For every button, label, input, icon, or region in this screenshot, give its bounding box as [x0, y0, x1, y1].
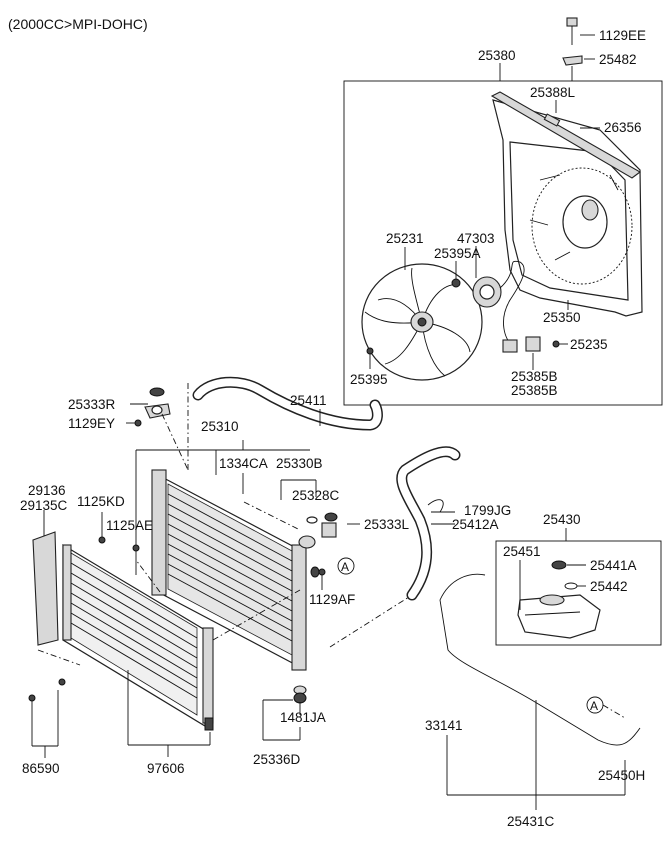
label-25333L: 25333L [364, 517, 410, 532]
label-33141: 33141 [425, 718, 463, 733]
mount-1481JA-icon [293, 685, 307, 704]
label-25442: 25442 [590, 579, 628, 594]
label-25235: 25235 [570, 337, 608, 352]
fan-motor-icon [472, 260, 525, 346]
label-25385B-a: 25385B [511, 369, 558, 384]
marker-a-hose-text: A [590, 699, 598, 713]
reservoir-box [495, 540, 662, 646]
label-1129AF: 1129AF [309, 592, 355, 607]
bolt-1125KD-icon [98, 536, 106, 544]
bolt-1129EE-icon [566, 17, 578, 45]
label-1799JG: 1799JG [464, 503, 511, 518]
label-25350: 25350 [543, 310, 581, 325]
label-1481JA: 1481JA [280, 710, 326, 725]
label-26356: 26356 [604, 120, 642, 135]
label-25431C: 25431C [507, 814, 555, 829]
label-25385B-b: 25385B [511, 383, 558, 398]
label-1125KD: 1125KD [77, 494, 125, 509]
fan-assembly-box [343, 80, 663, 406]
marker-a-radiator-text: A [341, 560, 349, 574]
label-25231: 25231 [386, 231, 424, 246]
label-25411: 25411 [290, 393, 327, 408]
gasket-25442-icon [564, 582, 578, 590]
label-25333R: 25333R [68, 397, 116, 412]
condenser-icon [62, 543, 214, 731]
engine-spec-header: (2000CC>MPI-DOHC) [8, 16, 148, 32]
label-25441A: 25441A [590, 558, 637, 573]
label-29135C: 29135C [20, 498, 68, 513]
label-47303: 47303 [457, 231, 495, 246]
label-1125AE: 1125AE [106, 518, 153, 533]
reservoir-tank-icon [517, 594, 601, 639]
label-86590: 86590 [22, 761, 60, 776]
label-25395A: 25395A [434, 246, 481, 261]
screw-25395-icon [366, 347, 374, 355]
label-25310: 25310 [201, 419, 239, 434]
label-1129EE: 1129EE [599, 28, 646, 43]
label-25412A: 25412A [452, 517, 499, 532]
label-25388L: 25388L [530, 85, 576, 100]
label-25482: 25482 [599, 52, 637, 67]
label-25330B: 25330B [276, 456, 323, 471]
marker-a-radiator [337, 557, 355, 575]
label-29136: 29136 [28, 483, 66, 498]
screw-25235-icon [552, 340, 560, 348]
label-25450H: 25450H [598, 768, 645, 783]
fan-assembly-group [343, 17, 663, 406]
cap-25328C-icon [306, 516, 318, 524]
fan-blade-icon [361, 263, 483, 381]
label-25336D: 25336D [253, 752, 301, 767]
label-25380: 25380 [478, 48, 516, 63]
bolt-86590-icon [28, 694, 36, 702]
label-97606: 97606 [147, 761, 185, 776]
label-25451: 25451 [503, 544, 541, 559]
label-25328C: 25328C [292, 488, 340, 503]
bolt-1125AE-icon [132, 544, 140, 552]
clamp-1799JG-icon [427, 499, 444, 513]
plug-25333L-icon [321, 512, 338, 538]
fan-shroud-icon [490, 91, 643, 317]
label-1334CA: 1334CA [219, 456, 268, 471]
bolt-1129AF-icon [318, 568, 326, 576]
overflow-hose-icon [439, 573, 641, 746]
label-25395: 25395 [350, 372, 388, 387]
screw-25395A-icon [451, 278, 461, 288]
reservoir-cap-icon [551, 560, 567, 570]
drain-plug-25333R-icon [134, 387, 171, 427]
connector-25385B-icon [502, 336, 541, 353]
label-25430: 25430 [543, 512, 581, 527]
cap-25330B-icon [298, 535, 316, 549]
label-1129EY: 1129EY [68, 416, 115, 431]
clip-25482-icon [562, 55, 583, 66]
lower-hose-icon [396, 446, 461, 601]
air-guard-29136-icon [32, 531, 59, 646]
